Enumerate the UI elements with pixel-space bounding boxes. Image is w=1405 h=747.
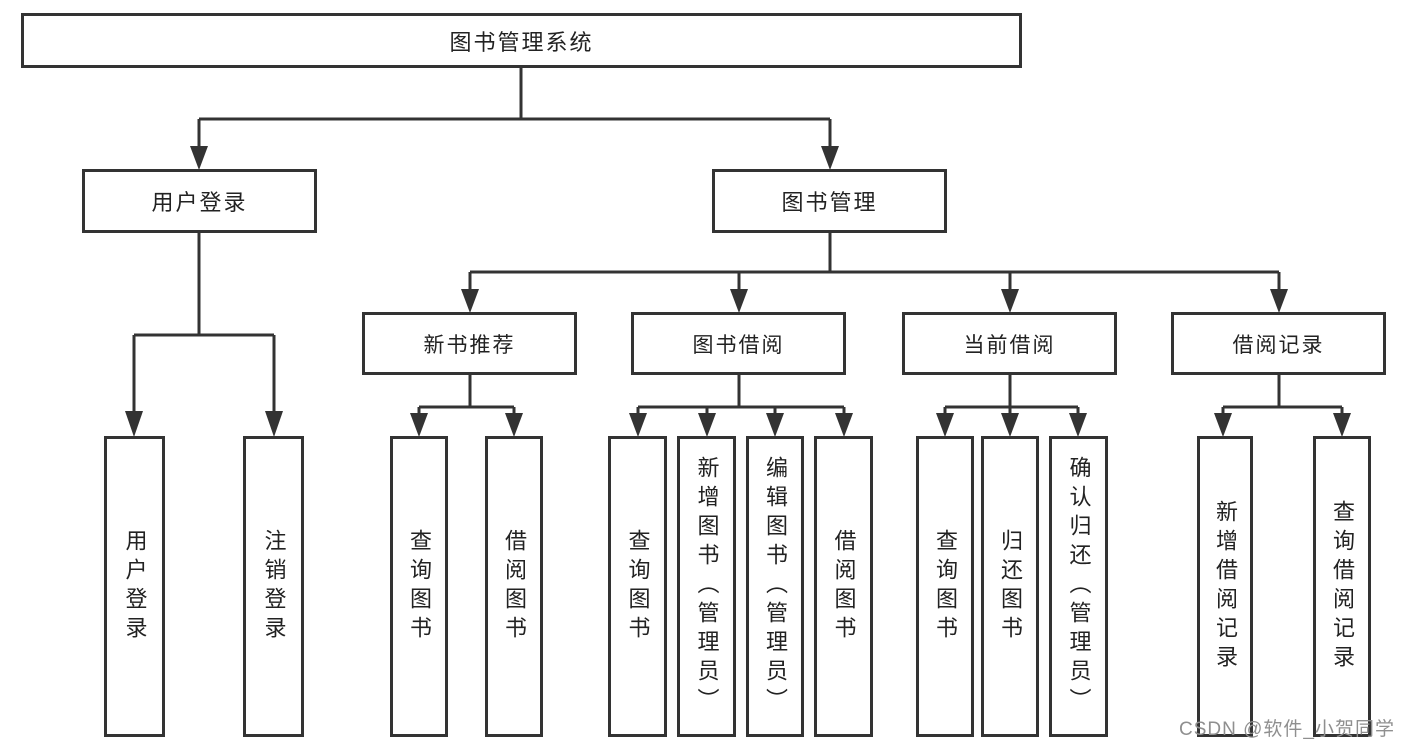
leaf-return-books-label: 归还图书 — [998, 528, 1023, 645]
leaf-query-books-borrowing: 查询图书 — [608, 436, 667, 737]
leaf-add-borrow-record: 新增借阅记录 — [1197, 436, 1253, 737]
node-book-borrowing: 图书借阅 — [631, 312, 846, 375]
leaf-edit-books-admin: 编辑图书（管理员） — [746, 436, 804, 737]
node-borrowing-records: 借阅记录 — [1171, 312, 1386, 375]
node-user-login-branch-label: 用户登录 — [151, 190, 248, 215]
leaf-return-books: 归还图书 — [981, 436, 1039, 737]
leaf-borrow-books-recommend: 借阅图书 — [485, 436, 543, 737]
leaf-borrow-books-borrowing-label: 借阅图书 — [831, 528, 857, 645]
node-book-management-branch-label: 图书管理 — [781, 190, 878, 215]
node-new-book-recommendation: 新书推荐 — [362, 312, 577, 375]
leaf-query-books-borrowing-label: 查询图书 — [625, 528, 651, 645]
node-book-management-branch: 图书管理 — [712, 169, 947, 233]
node-current-borrowing-label: 当前借阅 — [963, 333, 1056, 357]
leaf-user-login: 用户登录 — [104, 436, 165, 737]
node-user-login-branch: 用户登录 — [82, 169, 317, 233]
node-new-book-recommendation-label: 新书推荐 — [423, 333, 516, 357]
leaf-query-books-recommend-label: 查询图书 — [407, 528, 432, 645]
leaf-query-books-current-label: 查询图书 — [933, 528, 958, 645]
node-borrowing-records-label: 借阅记录 — [1232, 333, 1325, 357]
watermark: CSDN @软件_小贺同学 — [1179, 719, 1395, 740]
leaf-query-borrow-record-label: 查询借阅记录 — [1330, 499, 1355, 674]
leaf-borrow-books-borrowing: 借阅图书 — [814, 436, 873, 737]
leaf-add-borrow-record-label: 新增借阅记录 — [1213, 499, 1238, 674]
leaf-user-login-label: 用户登录 — [122, 528, 148, 645]
leaf-edit-books-admin-label: 编辑图书（管理员） — [763, 456, 788, 717]
leaf-confirm-return-admin: 确认归还（管理员） — [1049, 436, 1108, 737]
leaf-logout-login-label: 注销登录 — [261, 528, 287, 645]
node-book-borrowing-label: 图书借阅 — [692, 333, 785, 357]
node-library-system: 图书管理系统 — [21, 13, 1022, 68]
leaf-borrow-books-recommend-label: 借阅图书 — [502, 528, 527, 645]
leaf-add-books-admin-label: 新增图书（管理员） — [694, 456, 720, 717]
leaf-query-books-current: 查询图书 — [916, 436, 974, 737]
leaf-logout-login: 注销登录 — [243, 436, 304, 737]
node-current-borrowing: 当前借阅 — [902, 312, 1117, 375]
leaf-add-books-admin: 新增图书（管理员） — [677, 436, 736, 737]
leaf-confirm-return-admin-label: 确认归还（管理员） — [1066, 456, 1092, 717]
node-library-system-label: 图书管理系统 — [449, 29, 594, 55]
leaf-query-books-recommend: 查询图书 — [390, 436, 448, 737]
leaf-query-borrow-record: 查询借阅记录 — [1313, 436, 1371, 737]
